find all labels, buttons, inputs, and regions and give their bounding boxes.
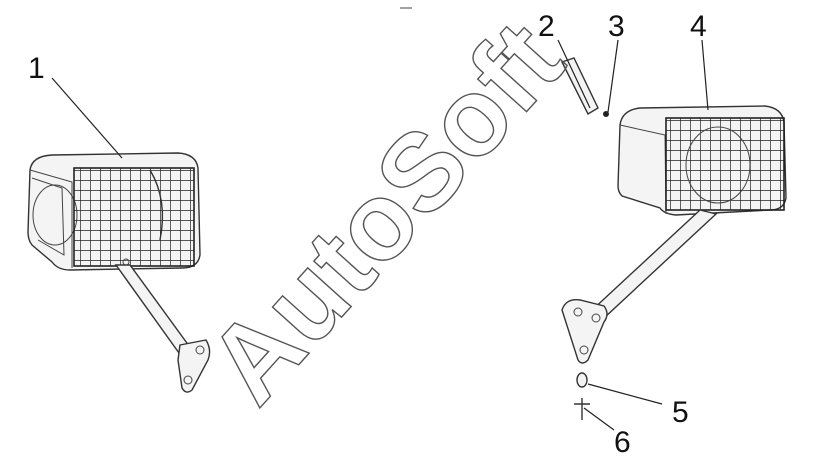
left-work-lamp (27, 152, 211, 393)
callout-2: 2 (538, 10, 555, 43)
callout-6: 6 (614, 426, 631, 459)
washer-part-5 (576, 372, 588, 388)
callout-4: 4 (690, 10, 707, 43)
right-work-lamp (561, 105, 787, 364)
watermark-text: AutoSoft (184, 0, 586, 426)
leader-lines (51, 39, 709, 431)
callout-1: 1 (28, 52, 45, 85)
callout-5: 5 (672, 396, 689, 429)
callout-3: 3 (608, 10, 625, 43)
nut-part-3 (603, 111, 609, 117)
bolt-part-6 (574, 398, 590, 420)
